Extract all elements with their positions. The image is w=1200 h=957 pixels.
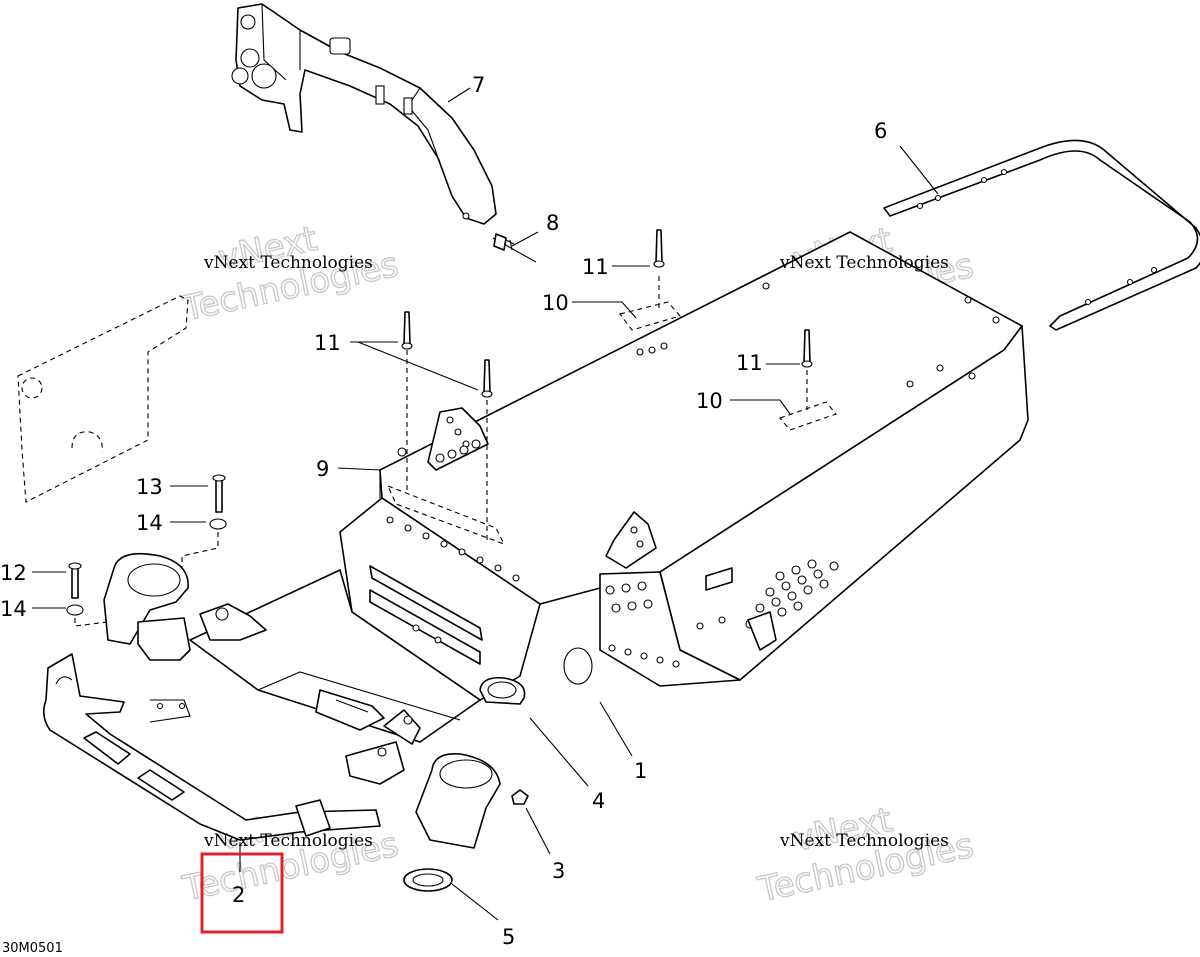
side-panel-outline	[17, 295, 189, 503]
callout-5: 5	[502, 925, 515, 949]
side-perforations	[386, 516, 839, 668]
callout-11c: 11	[736, 351, 763, 375]
front-crossmember	[103, 552, 421, 785]
callouts: 7 8 6 11 10 11 11 10 9 13 14 12 14 1 4 3…	[0, 73, 887, 949]
part-7-bracket-arm	[231, 3, 497, 225]
rivets	[68, 229, 813, 599]
callout-7: 7	[472, 73, 485, 97]
part-5-ring	[403, 868, 453, 892]
watermark-small: vNext Technologies	[779, 253, 949, 273]
watermark-small: vNext Technologies	[203, 831, 373, 851]
callout-14a: 14	[136, 511, 163, 535]
callout-12: 12	[0, 561, 27, 585]
part-3-screw	[511, 789, 529, 805]
callout-10b: 10	[696, 389, 723, 413]
callout-14b: 14	[0, 597, 27, 621]
part-8-screw	[492, 233, 537, 263]
part-2-front-bumper	[42, 653, 381, 841]
highlight-box-callout-2	[200, 852, 284, 934]
callout-8: 8	[546, 211, 559, 235]
washer-lower	[66, 604, 84, 616]
callout-11a: 11	[582, 255, 609, 279]
leader-lines	[32, 87, 939, 921]
callout-11b: 11	[314, 331, 341, 355]
front-tube	[415, 753, 501, 849]
washer-upper	[209, 518, 227, 530]
callout-2: 2	[232, 883, 245, 907]
diagram-code: 30M0501	[2, 941, 63, 956]
rivet-zones	[386, 276, 837, 545]
watermark-small: vNext Technologies	[779, 831, 949, 851]
part-4-bushing	[479, 676, 526, 705]
part-1-chassis-tunnel	[189, 231, 1029, 743]
part-6-rear-bumper	[883, 139, 1200, 331]
callout-10a: 10	[542, 291, 569, 315]
callout-13: 13	[136, 475, 163, 499]
callout-6: 6	[874, 119, 887, 143]
callout-4: 4	[592, 789, 605, 813]
watermark-small: vNext Technologies	[203, 253, 373, 273]
callout-1: 1	[634, 759, 647, 783]
callout-9: 9	[316, 457, 329, 481]
callout-3: 3	[552, 859, 565, 883]
deck-holes	[636, 282, 1000, 388]
